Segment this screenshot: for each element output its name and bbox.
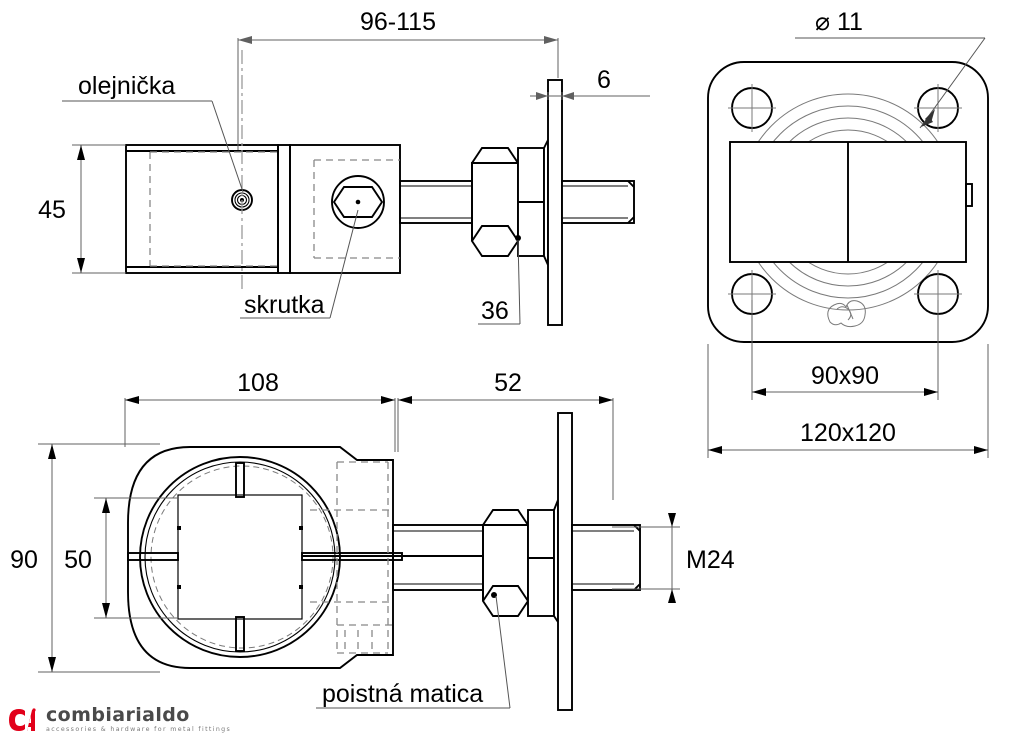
mounting-plate-side — [547, 79, 563, 326]
mounting-hole-top-right — [914, 84, 962, 132]
locknut-reference-dot — [491, 592, 497, 598]
dimension-label-36: 36 — [481, 297, 509, 325]
label-olejnicka: olejnička — [78, 72, 175, 100]
manufacturer-stamp-icon — [827, 300, 866, 328]
bolt-shank-plan — [571, 524, 641, 591]
bolt-shank-front — [561, 180, 635, 224]
dimension-label-50: 50 — [64, 546, 92, 574]
ca-logo-icon — [6, 707, 36, 733]
square-tick-left-top — [177, 526, 181, 530]
dimension-label-6: 6 — [597, 66, 611, 94]
callout-locknut: poistná matica — [316, 595, 511, 709]
dimension-body-length: 108 — [124, 369, 396, 452]
dimension-label-52: 52 — [494, 369, 522, 397]
label-skrutka: skrutka — [244, 291, 325, 319]
dimension-inner-width: 50 — [64, 497, 178, 619]
callout-nut-width: 36 — [478, 239, 521, 325]
dimension-label-96-115: 96-115 — [360, 8, 436, 36]
bolt-chamfer-top — [627, 180, 635, 188]
square-tick-right-bottom — [299, 585, 303, 589]
clamp-side-lug — [965, 183, 973, 207]
clamped-profile-fill — [182, 499, 298, 615]
screw-head-circle — [331, 175, 385, 229]
label-poistna-matica: poistná matica — [322, 680, 483, 708]
dimension-length-range: 96-115 — [237, 8, 559, 150]
dimension-label-108: 108 — [237, 369, 279, 397]
dimension-label-90x90: 90x90 — [811, 362, 879, 390]
dimension-label-45: 45 — [38, 196, 66, 224]
body-ring-mid — [144, 461, 336, 653]
hex-nut-right-plan — [527, 509, 555, 617]
dimension-label-90: 90 — [10, 546, 38, 574]
dimension-body-height: 45 — [38, 144, 126, 274]
screw-hex-socket — [332, 186, 384, 218]
dimension-thread: M24 — [612, 513, 735, 603]
collar-band — [277, 144, 291, 274]
screw-center-dot — [355, 199, 361, 205]
square-tick-right-top — [299, 526, 303, 530]
clamp-slot-top — [235, 462, 245, 498]
dimension-label-120x120: 120x120 — [800, 419, 896, 447]
dimension-label-m24: M24 — [686, 546, 735, 574]
dimension-plate-thickness: 6 — [530, 66, 650, 100]
shaft-segment-plan — [392, 524, 484, 591]
brand-logo: combiarialdo accessories & hardware for … — [6, 706, 231, 733]
brand-text-block: combiarialdo accessories & hardware for … — [46, 706, 231, 733]
clamp-body-outline — [125, 144, 279, 274]
dimension-shaft-length: 52 — [397, 369, 614, 500]
clamp-slot-bottom — [235, 616, 245, 652]
nut-dim-reference-dot — [515, 235, 521, 241]
body-ring-hidden — [150, 465, 334, 649]
bolt-chamfer-bottom — [627, 216, 635, 224]
front-elevation-view: 96-115 6 45 — [38, 8, 650, 326]
hex-nut-right-front — [517, 147, 545, 257]
dimension-plate-size: 120x120 — [707, 344, 989, 458]
mounting-plate-plan — [557, 412, 573, 711]
dimension-bolt-pattern: 90x90 — [751, 300, 939, 400]
shaft-segment-front — [399, 180, 481, 224]
body-ring-outer — [139, 456, 341, 658]
brand-tagline: accessories & hardware for metal fitting… — [46, 726, 232, 733]
square-tick-left-bottom — [177, 585, 181, 589]
plate-outline — [707, 61, 989, 343]
hex-nut-left-plan — [481, 509, 530, 617]
swivel-housing-outline — [127, 446, 394, 669]
callout-oiler: olejnička — [62, 72, 244, 193]
mounting-hole-top-left — [728, 84, 776, 132]
dimension-plan-width: 90 — [10, 443, 160, 673]
brand-name: combiarialdo — [46, 704, 190, 726]
plan-view: 108 52 90 — [10, 369, 735, 711]
callout-screw: skrutka — [240, 209, 359, 319]
callout-hole-diameter: ⌀ 11 — [795, 8, 986, 129]
mounting-plate-view: ⌀ 11 90x90 120x120 — [707, 8, 989, 458]
dimension-label-diameter-11: ⌀ 11 — [815, 8, 863, 36]
clamp-slot-left — [127, 552, 179, 561]
bolt-chamfer-top-plan — [633, 524, 641, 532]
hex-nut-left-front — [470, 147, 520, 257]
